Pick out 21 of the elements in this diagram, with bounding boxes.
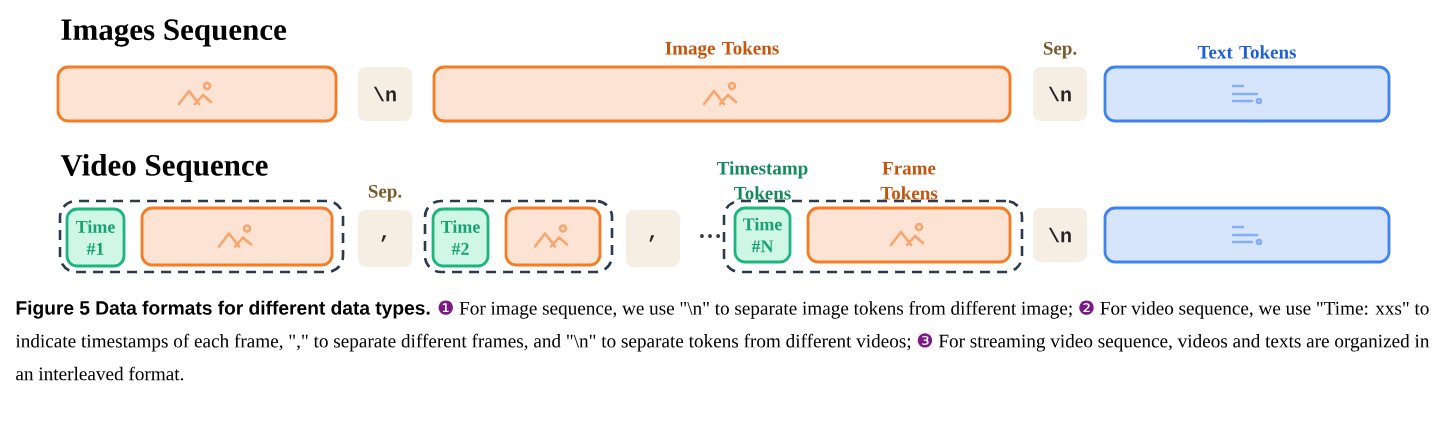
timestamp-box: Time #N [733,206,792,264]
heading-label: Sep. [1043,41,1077,59]
section-title: Video Sequence [60,153,268,183]
frame-group-box [423,199,614,274]
heading-label: Frame Tokens [880,161,938,200]
frame-group-box [58,199,345,274]
timestamp-box: Time #2 [431,207,490,268]
separator-box: \n [1033,67,1087,121]
heading-label: Image Tokens [665,41,779,59]
heading-label: Text Tokens [1197,45,1296,59]
ellipsis: … [700,234,721,238]
section-title: Images Sequence [61,19,287,47]
separator-box: , [358,210,412,267]
heading-label: Timestamp Tokens [717,161,808,200]
frame-group-box [722,199,1024,274]
timestamp-box: Time #1 [65,207,126,268]
figure-caption: Figure 5 Data formats for different data types. ❶ For image sequence, we use "\n" to separate image tokens from different image; ❷ For video sequence, we use "Time: xxs" to indicate timestamps of each frame, "," to separate different frames, and "\n" to separate tokens from different videos; ❸ For streaming video sequence, videos and texts are organized in an interleaved format. [15,300,1430,381]
separator-box: , [626,210,680,267]
heading-label: Sep. [368,184,402,202]
separator-box: \n [1033,208,1087,262]
separator-box: \n [358,67,412,121]
